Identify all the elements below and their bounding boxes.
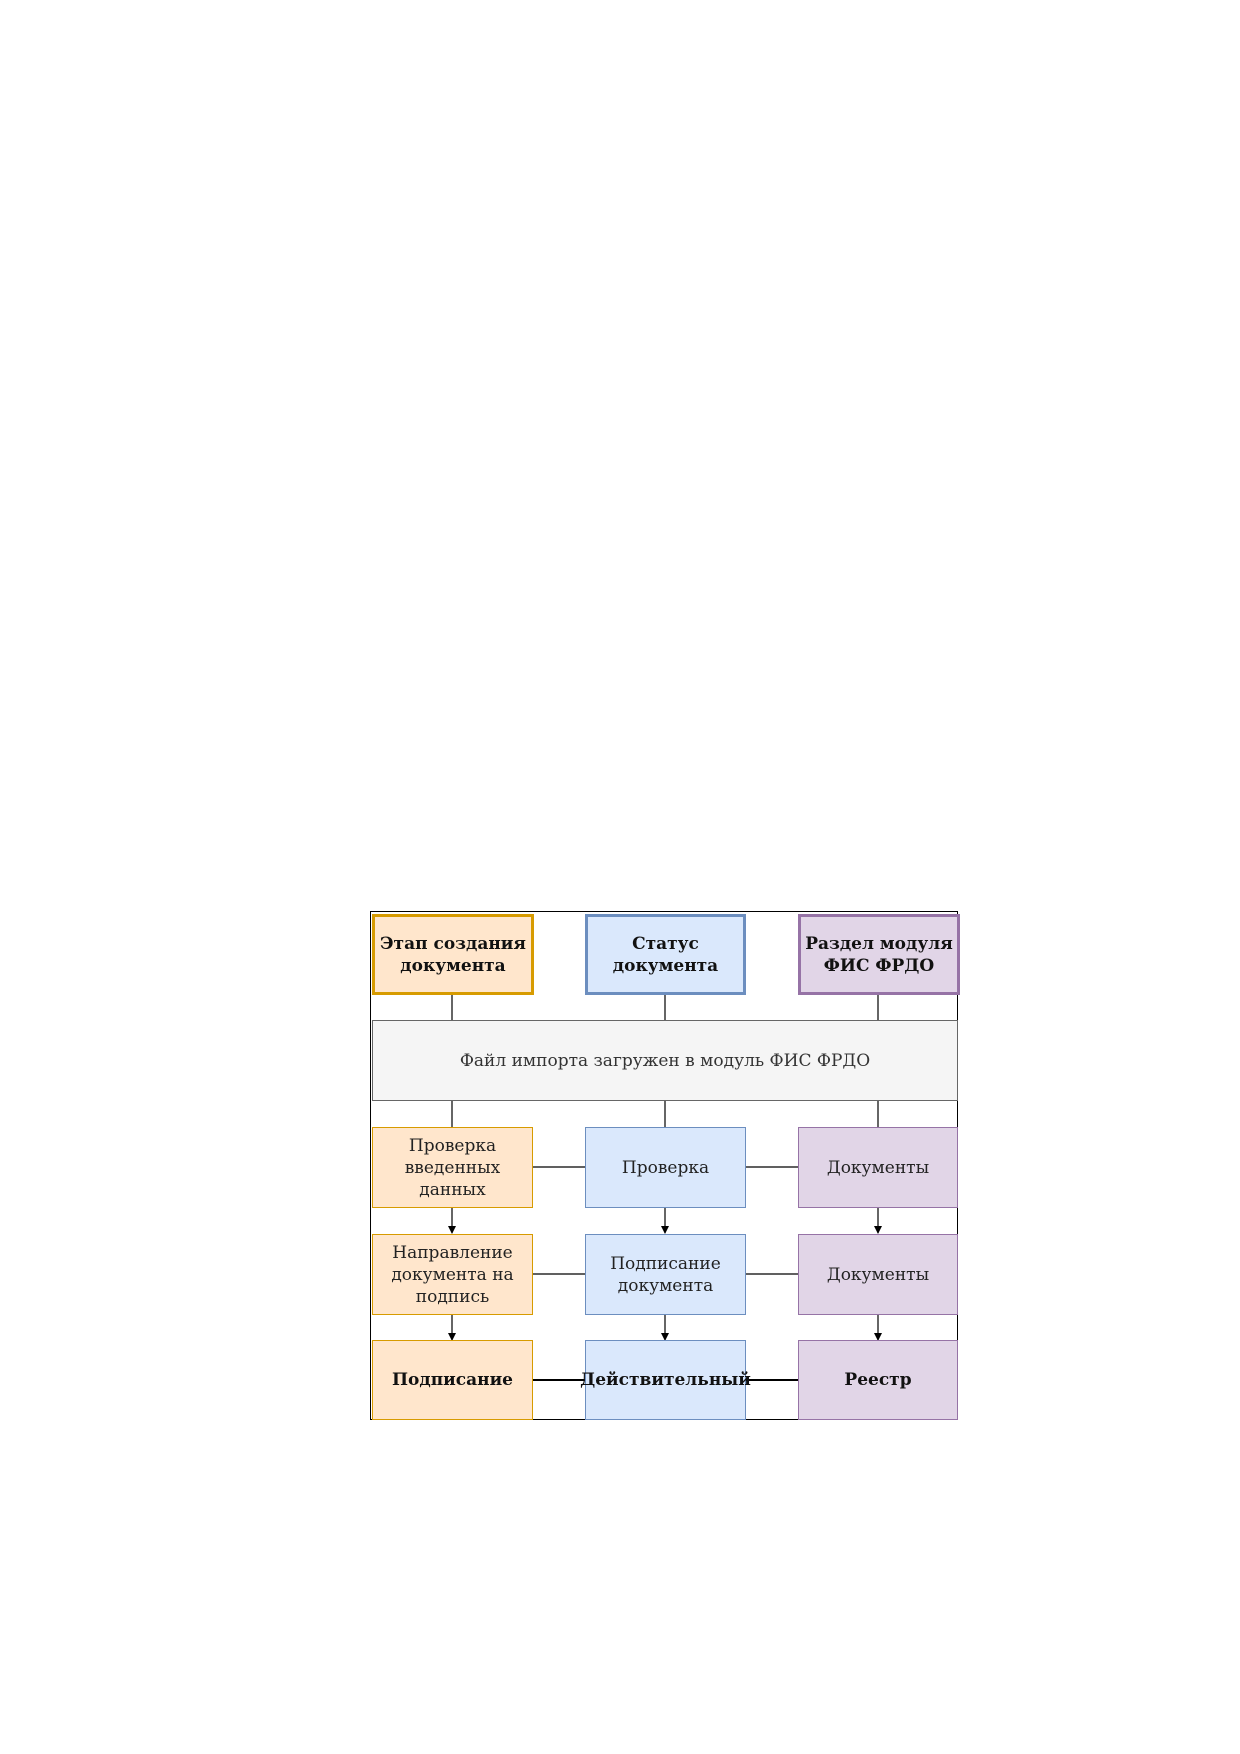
row3-stage-label: Подписание [391, 1370, 513, 1390]
row1-status-label: Проверка [621, 1157, 710, 1178]
row1-section-label: Документы [826, 1157, 930, 1178]
import-banner: Файл импорта загружен в модуль ФИС ФРДО [372, 1020, 958, 1101]
row1-section: Документы [798, 1127, 958, 1208]
row1-stage: Проверка введенных данных [372, 1127, 533, 1208]
header-status: Статус документа [585, 914, 746, 995]
row2-stage-label: Направление документа на подпись [391, 1242, 514, 1307]
row3-status: Действительный [580, 1340, 751, 1420]
row2-stage: Направление документа на подпись [372, 1234, 533, 1315]
header-section-label: Раздел модуля ФИС ФРДО [805, 933, 953, 976]
header-status-label: Статус документа [612, 933, 719, 976]
row1-stage-label: Проверка введенных данных [404, 1135, 501, 1200]
header-stage-label: Этап создания документа [380, 933, 526, 976]
row3-status-label: Действительный [580, 1370, 751, 1390]
row2-section-label: Документы [826, 1264, 930, 1285]
row3-section-label: Реестр [844, 1370, 912, 1390]
row3-stage: Подписание [372, 1340, 533, 1420]
row2-status-label: Подписание документа [610, 1253, 721, 1296]
row2-status: Подписание документа [585, 1234, 746, 1315]
import-banner-label: Файл импорта загружен в модуль ФИС ФРДО [459, 1050, 871, 1071]
header-stage: Этап создания документа [372, 914, 534, 995]
header-section: Раздел модуля ФИС ФРДО [798, 914, 960, 995]
row1-status: Проверка [585, 1127, 746, 1208]
row3-section: Реестр [798, 1340, 958, 1420]
row2-section: Документы [798, 1234, 958, 1315]
